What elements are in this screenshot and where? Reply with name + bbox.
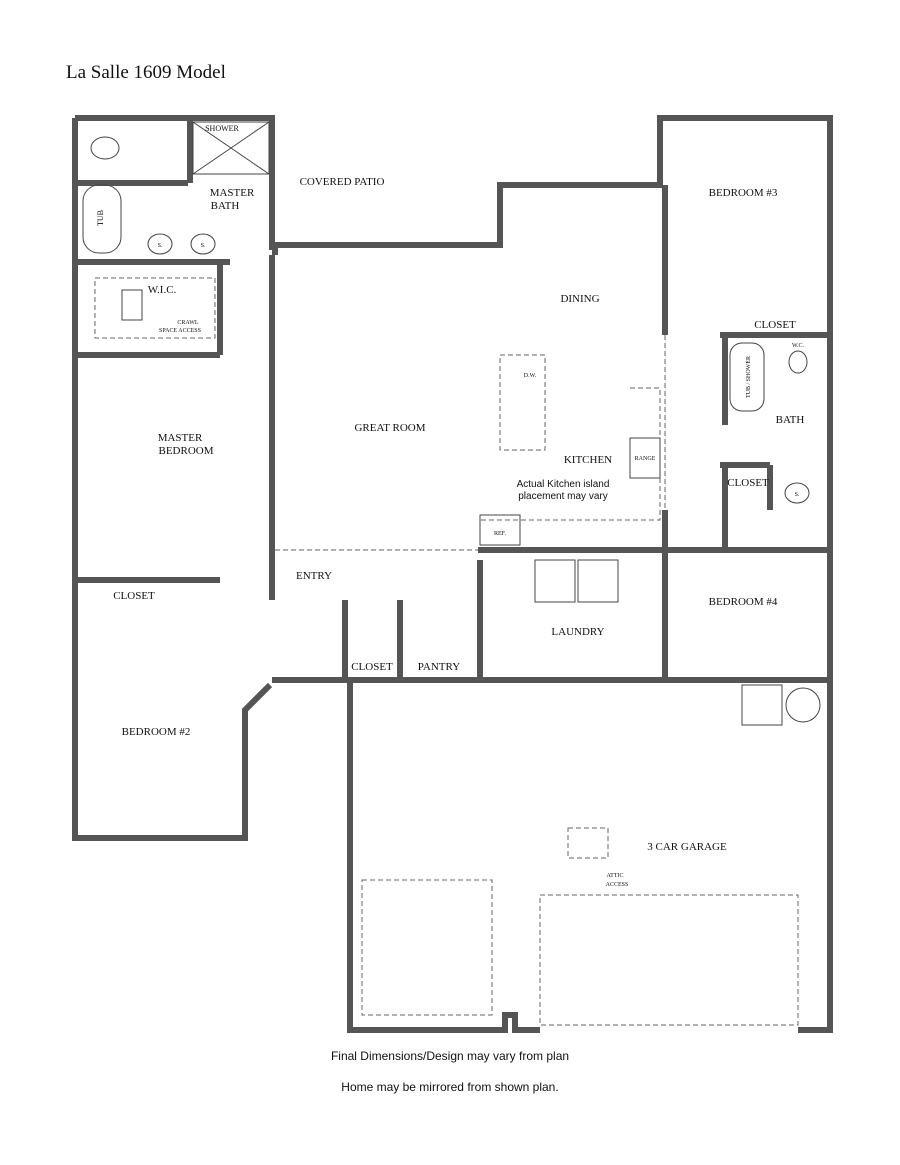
closet-label: CLOSET bbox=[113, 590, 155, 602]
room-master-bath-1: MASTER bbox=[210, 187, 255, 199]
sink-label: S. bbox=[201, 243, 206, 249]
dw-label: D.W. bbox=[524, 373, 537, 379]
closet-label: CLOSET bbox=[754, 319, 796, 331]
room-bedroom-4: BEDROOM #4 bbox=[709, 596, 778, 608]
sink-label: S. bbox=[158, 243, 163, 249]
ref-label: REF. bbox=[494, 531, 507, 537]
footer-mirror-note: Home may be mirrored from shown plan. bbox=[341, 1080, 559, 1094]
room-kitchen: KITCHEN bbox=[564, 454, 612, 466]
plan-title: La Salle 1609 Model bbox=[66, 62, 226, 83]
tub-shower-label: TUB / SHOWER bbox=[746, 356, 752, 398]
room-covered-patio: COVERED PATIO bbox=[300, 176, 385, 188]
footer-dimensions-note: Final Dimensions/Design may vary from pl… bbox=[330, 1049, 570, 1063]
room-master-bedroom-2: BEDROOM bbox=[158, 445, 213, 457]
room-master-bedroom-1: MASTER bbox=[158, 432, 203, 444]
room-shower: SHOWER bbox=[205, 124, 239, 133]
crawl-2: SPACE ACCESS bbox=[159, 328, 201, 334]
room-great-room: GREAT ROOM bbox=[354, 422, 425, 434]
crawl-1: CRAWL bbox=[177, 320, 199, 326]
room-master-bath-2: BATH bbox=[211, 200, 240, 212]
range-label: RANGE bbox=[635, 456, 656, 462]
tub-label: TUB bbox=[96, 210, 105, 226]
wc-label: W.C. bbox=[792, 343, 805, 349]
island-note-1: Actual Kitchen island bbox=[517, 479, 610, 490]
room-entry: ENTRY bbox=[296, 570, 332, 582]
exterior-walls bbox=[72, 115, 833, 1033]
closet-label: CLOSET bbox=[351, 661, 393, 673]
room-bath: BATH bbox=[776, 414, 805, 426]
sink-label: S. bbox=[795, 492, 800, 498]
room-pantry: PANTRY bbox=[418, 661, 460, 673]
room-garage: 3 CAR GARAGE bbox=[647, 841, 727, 853]
attic-1: ATTIC bbox=[607, 873, 624, 879]
room-dining: DINING bbox=[560, 293, 599, 305]
closet-label: CLOSET bbox=[727, 477, 769, 489]
attic-2: ACCESS bbox=[606, 882, 629, 888]
fixtures bbox=[82, 121, 821, 726]
dashed-lines bbox=[94, 277, 799, 1026]
room-bedroom-3: BEDROOM #3 bbox=[709, 187, 778, 199]
room-laundry: LAUNDRY bbox=[551, 626, 604, 638]
room-wic: W.I.C. bbox=[148, 284, 177, 296]
room-bedroom-2: BEDROOM #2 bbox=[122, 726, 191, 738]
island-note-2: placement may vary bbox=[518, 491, 607, 502]
